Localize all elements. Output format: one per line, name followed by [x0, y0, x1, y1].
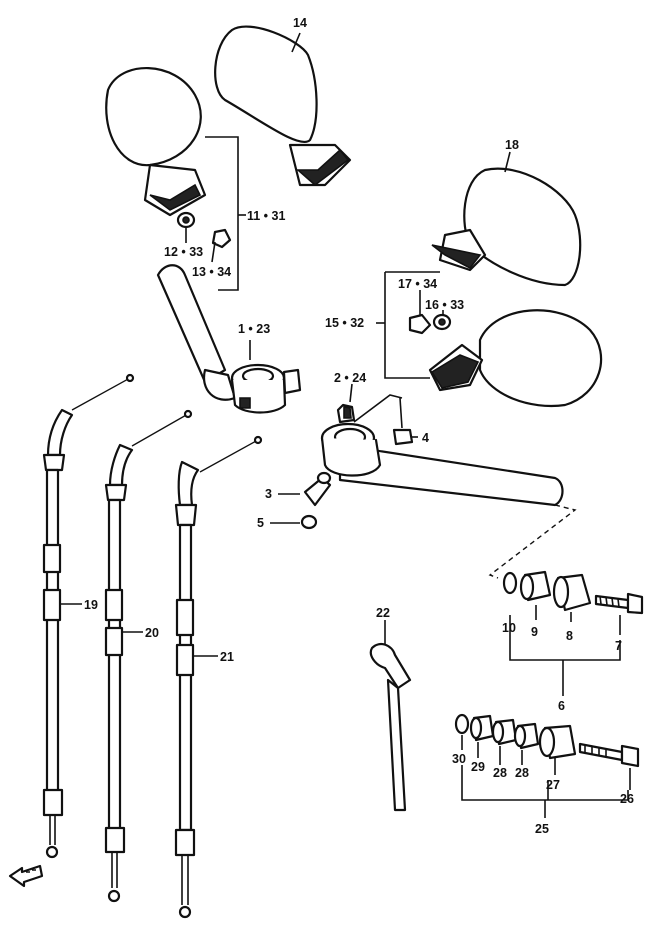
- label-8: 8: [566, 629, 573, 643]
- screw-3: [303, 471, 332, 507]
- label-26: 26: [620, 792, 634, 806]
- leader-lines: [60, 32, 631, 818]
- mirror-18: [431, 167, 582, 287]
- weight-27: [538, 724, 577, 760]
- mirror-14: [214, 25, 352, 187]
- label-28b: 28: [515, 766, 529, 780]
- bolt-26: [578, 742, 640, 768]
- label-29: 29: [471, 760, 485, 774]
- nut-13: [211, 228, 232, 249]
- label-19: 19: [84, 598, 98, 612]
- label-14: 14: [293, 16, 307, 30]
- label-27: 27: [546, 778, 560, 792]
- weight-28a: [491, 718, 518, 746]
- cable-20: [104, 409, 193, 903]
- label-30: 30: [452, 752, 466, 766]
- label-9: 9: [531, 625, 538, 639]
- weight-28b: [513, 722, 540, 750]
- label-4: 4: [422, 431, 429, 445]
- mirror-right-round: [428, 309, 603, 407]
- cable-19: [42, 373, 135, 859]
- label-13-34: 13 • 34: [192, 265, 231, 279]
- label-10: 10: [502, 621, 516, 635]
- label-12-33: 12 • 33: [164, 245, 203, 259]
- label-21: 21: [220, 650, 234, 664]
- balancer-22: [369, 642, 412, 812]
- label-25: 25: [535, 822, 549, 836]
- washer-10: [502, 571, 518, 595]
- washer-12: [176, 211, 196, 229]
- label-1-23: 1 • 23: [238, 322, 270, 336]
- collar-9: [519, 570, 552, 602]
- label-5: 5: [257, 516, 264, 530]
- label-7: 7: [615, 639, 622, 653]
- label-15-32: 15 • 32: [325, 316, 364, 330]
- label-22: 22: [376, 606, 390, 620]
- weight-8: [552, 573, 592, 612]
- label-18: 18: [505, 138, 519, 152]
- handlebar-left: [156, 264, 302, 414]
- handlebar-right: [320, 403, 564, 507]
- nut-17: [408, 313, 432, 335]
- collar-29: [469, 714, 495, 742]
- label-3: 3: [265, 487, 272, 501]
- bolt-4: [392, 397, 414, 446]
- label-20: 20: [145, 626, 159, 640]
- label-2-24: 2 • 24: [334, 371, 366, 385]
- bolt-7: [594, 592, 644, 615]
- label-11-31: 11 • 31: [247, 209, 285, 223]
- label-17-34: 17 • 34: [398, 277, 437, 291]
- nut-5: [300, 514, 318, 530]
- washer-16: [432, 313, 452, 331]
- washer-30: [454, 713, 470, 735]
- front-arrow-icon: [8, 864, 44, 888]
- mirror-left-round: [105, 67, 207, 217]
- label-28a: 28: [493, 766, 507, 780]
- label-6: 6: [558, 699, 565, 713]
- cable-21: [174, 435, 263, 919]
- label-16-33: 16 • 33: [425, 298, 464, 312]
